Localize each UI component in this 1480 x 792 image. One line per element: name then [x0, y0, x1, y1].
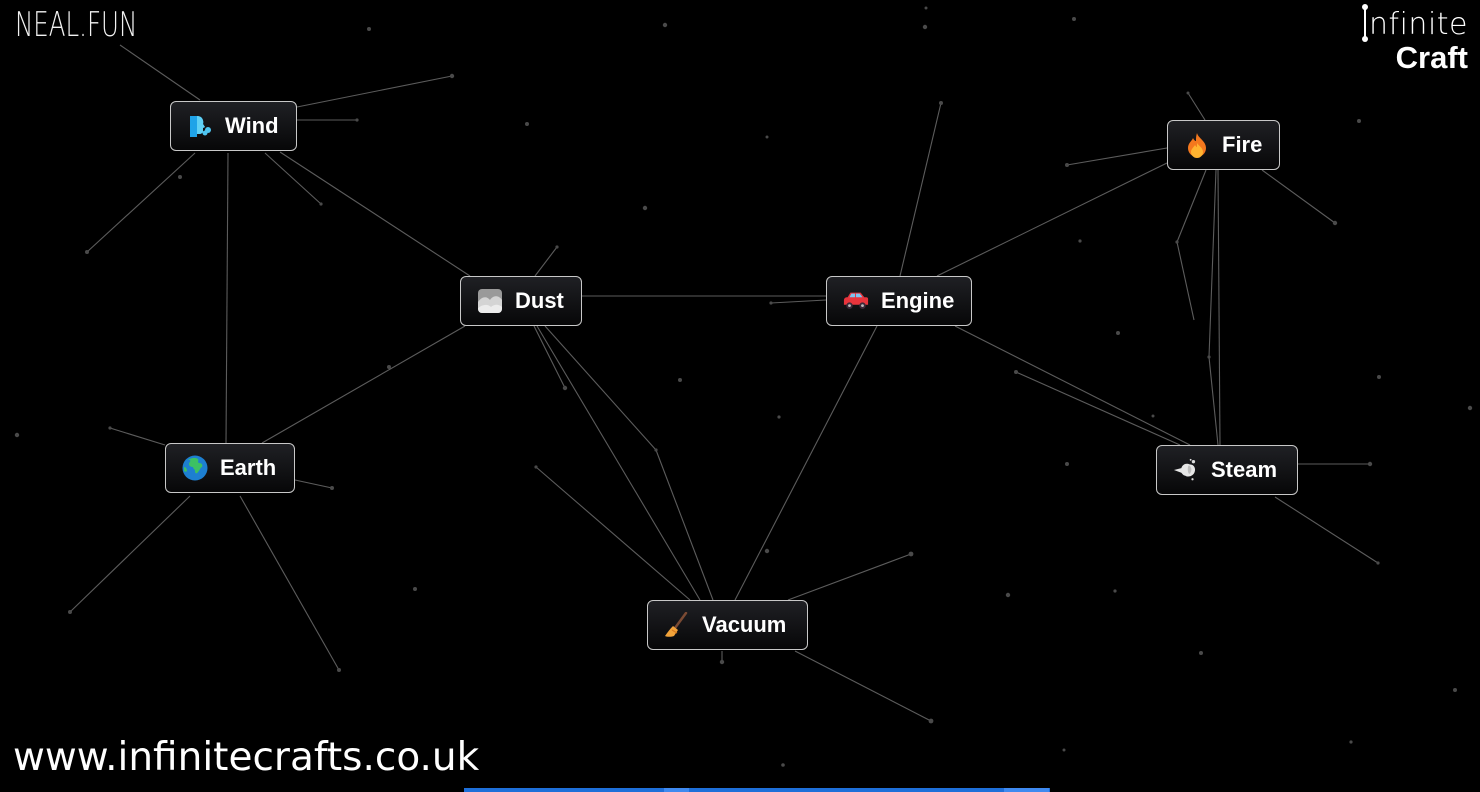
connection-lines	[69, 44, 1379, 722]
wind-face-icon	[187, 113, 213, 139]
globe-icon	[182, 455, 208, 481]
logo-title-line2: Craft	[1395, 40, 1468, 75]
steam-icon	[1173, 457, 1199, 483]
item-fire[interactable]: Fire	[1167, 120, 1280, 170]
item-label: Earth	[220, 455, 277, 480]
item-label: Engine	[881, 288, 955, 313]
watermark-url: www.infinitecrafts.co.uk	[13, 735, 480, 780]
car-icon	[843, 288, 869, 314]
fire-icon	[1184, 132, 1210, 158]
taskbar-strip	[464, 788, 1050, 792]
item-wind[interactable]: Wind	[170, 101, 297, 151]
star-dots	[14, 6, 1473, 767]
item-dust[interactable]: Dust	[460, 276, 582, 326]
broom-icon	[664, 612, 690, 638]
item-engine[interactable]: Engine	[826, 276, 972, 326]
item-label: Fire	[1222, 132, 1263, 157]
item-label: Vacuum	[702, 612, 787, 637]
item-label: Wind	[225, 113, 279, 138]
neal-fun-logo[interactable]: NEAL.FUN	[15, 5, 138, 45]
logo-i-bar	[1362, 4, 1369, 42]
item-label: Steam	[1211, 457, 1278, 482]
item-vacuum[interactable]: Vacuum	[647, 600, 808, 650]
dust-icon	[477, 288, 503, 314]
item-label: Dust	[515, 288, 564, 313]
infinite-craft-logo: nfinite Craft	[1362, 4, 1468, 75]
item-earth[interactable]: Earth	[165, 443, 295, 493]
item-steam[interactable]: Steam	[1156, 445, 1298, 495]
logo-title-line1: nfinite	[1369, 7, 1468, 42]
